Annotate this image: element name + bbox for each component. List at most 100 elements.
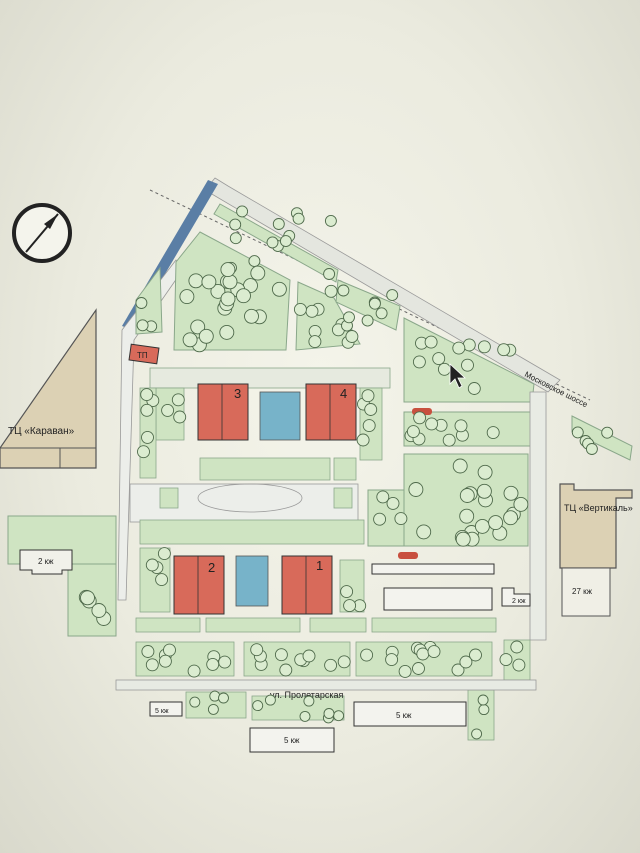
tree-icon bbox=[323, 268, 336, 280]
tree-icon bbox=[459, 508, 475, 524]
tree-icon bbox=[424, 335, 438, 349]
tree-icon bbox=[412, 355, 426, 369]
tree-icon bbox=[478, 704, 490, 716]
tree-icon bbox=[503, 485, 519, 501]
mall-vertikal: ТЦ «Вертикаль» 27 кж bbox=[559, 483, 633, 617]
tree-icon bbox=[452, 458, 468, 474]
tree-icon bbox=[248, 255, 261, 268]
tree-icon bbox=[471, 728, 483, 740]
tree-icon bbox=[266, 236, 279, 249]
tree-icon bbox=[91, 603, 107, 618]
tree-icon bbox=[412, 662, 425, 675]
tree-icon bbox=[459, 488, 475, 503]
tree-icon bbox=[252, 700, 264, 712]
tree-icon bbox=[182, 332, 198, 348]
tree-icon bbox=[413, 411, 427, 425]
south-green bbox=[135, 617, 531, 741]
tree-icon bbox=[408, 482, 424, 497]
tree-icon bbox=[474, 518, 490, 534]
tree-icon bbox=[461, 358, 474, 372]
tree-icon bbox=[141, 430, 154, 444]
tree-icon bbox=[299, 710, 311, 722]
tree-icon bbox=[158, 654, 172, 668]
tree-icon bbox=[324, 214, 337, 227]
tree-icon bbox=[229, 232, 242, 245]
tree-icon bbox=[345, 330, 359, 343]
tree-icon bbox=[323, 708, 335, 719]
mall-karavan: ТЦ «Караван» bbox=[0, 308, 97, 469]
tree-icon bbox=[476, 483, 492, 499]
tree-icon bbox=[188, 273, 204, 289]
tree-icon bbox=[394, 512, 408, 526]
tree-icon bbox=[206, 657, 220, 671]
tree-icon bbox=[385, 653, 399, 667]
tree-icon bbox=[375, 307, 388, 320]
tree-icon bbox=[571, 426, 584, 439]
tree-icon bbox=[497, 343, 511, 357]
tree-icon bbox=[292, 212, 305, 225]
tree-icon bbox=[343, 599, 357, 613]
tree-icon bbox=[454, 419, 468, 433]
tree-icon bbox=[302, 649, 316, 663]
tree-icon bbox=[201, 274, 217, 290]
tree-icon bbox=[477, 340, 491, 354]
tree-icon bbox=[360, 648, 374, 662]
tree-icon bbox=[272, 218, 285, 230]
tree-icon bbox=[437, 362, 451, 376]
tree-icon bbox=[499, 653, 513, 667]
tree-icon bbox=[218, 692, 229, 704]
tree-icon bbox=[425, 417, 439, 431]
tree-icon bbox=[503, 510, 519, 526]
tree-icon bbox=[171, 393, 185, 407]
tree-icon bbox=[145, 658, 159, 672]
tree-icon bbox=[337, 284, 350, 297]
tree-icon bbox=[229, 218, 242, 231]
tree-icon bbox=[293, 302, 307, 316]
tree-icon bbox=[222, 274, 238, 290]
tree-icon bbox=[486, 426, 500, 440]
car-icon bbox=[398, 552, 418, 559]
tree-icon bbox=[250, 265, 266, 281]
tree-icon bbox=[510, 640, 524, 654]
building-3-label: 3 bbox=[234, 386, 241, 401]
tree-icon bbox=[477, 464, 493, 480]
tree-icon bbox=[451, 663, 465, 677]
tree-icon bbox=[386, 289, 399, 302]
tree-icon bbox=[135, 297, 148, 309]
tree-icon bbox=[140, 388, 154, 402]
building-1-label: 1 bbox=[316, 558, 323, 573]
tree-icon bbox=[585, 443, 598, 455]
tree-icon bbox=[416, 524, 432, 540]
tree-icon bbox=[207, 703, 219, 715]
tree-icon bbox=[244, 308, 259, 324]
tree-icon bbox=[477, 694, 489, 706]
tree-icon bbox=[427, 645, 441, 659]
building-3: 3 bbox=[197, 383, 249, 441]
tree-icon bbox=[361, 314, 374, 327]
existing-building-w-label: 2 кж bbox=[38, 557, 54, 566]
building-2: 2 bbox=[173, 555, 225, 615]
tree-icon bbox=[324, 284, 338, 298]
tree-icon bbox=[210, 283, 226, 299]
pool-south bbox=[235, 555, 269, 607]
tree-icon bbox=[452, 341, 466, 355]
tree-icon bbox=[136, 319, 149, 332]
tree-icon bbox=[455, 531, 471, 547]
tree-icon bbox=[271, 281, 287, 297]
tree-icon bbox=[163, 643, 176, 657]
central-plaza bbox=[129, 483, 359, 523]
street-proletarskaya: ул. Пролетарская bbox=[115, 679, 537, 700]
tree-icon bbox=[373, 512, 387, 526]
tree-icon bbox=[432, 352, 446, 366]
tree-icon bbox=[155, 573, 169, 587]
tree-icon bbox=[513, 496, 529, 512]
tree-icon bbox=[459, 655, 473, 669]
tree-icon bbox=[343, 311, 355, 324]
courtyard-south bbox=[139, 519, 365, 613]
tree-icon bbox=[364, 403, 378, 416]
tree-icon bbox=[220, 262, 236, 278]
existing-s1-label: 5 кж bbox=[155, 708, 169, 715]
tree-icon bbox=[198, 328, 214, 344]
tree-icon bbox=[398, 664, 412, 678]
